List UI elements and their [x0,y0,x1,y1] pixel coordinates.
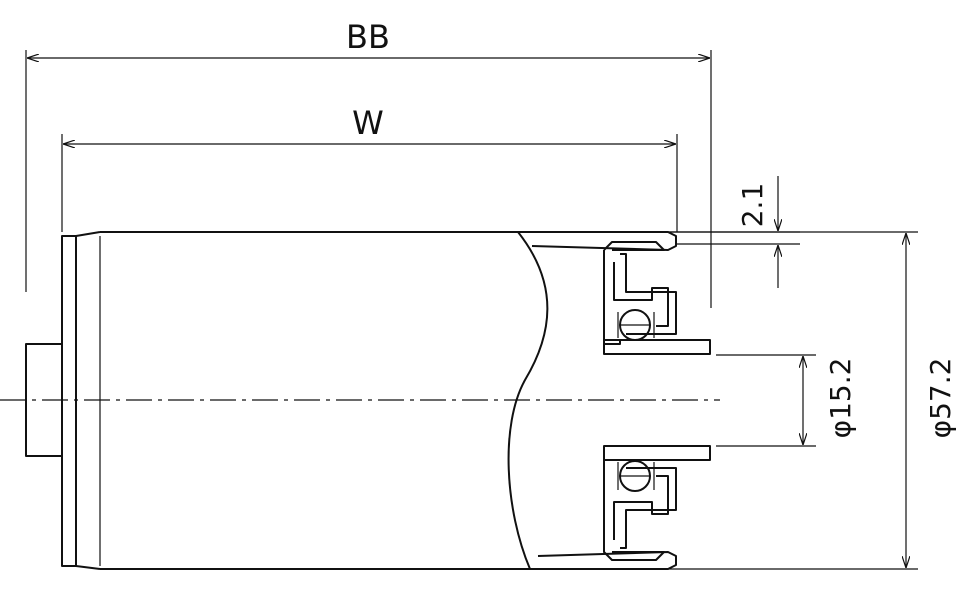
offset-label: 2.1 [736,183,769,228]
upper-bearing-housing [603,241,711,355]
lower-bearing-housing [603,445,711,561]
dimension-shaft-bore: φ15.2 [716,354,857,447]
roller-tube [99,231,549,570]
dimension-w: W [61,104,678,232]
end-cap [61,231,101,570]
lower-seal-step [620,467,677,549]
section-break-curve [507,231,549,570]
lower-housing-inner-lip [613,475,669,540]
bore-label: φ15.2 [824,358,857,439]
upper-seal-step [620,253,677,335]
end-cap-chamfer-top [75,231,101,237]
lower-inner-race [603,445,711,461]
bb-label: BB [346,18,390,56]
upper-housing-inner-lip [613,262,669,327]
dimension-bb: BB [25,18,712,308]
end-cap-plate [61,235,77,567]
dimension-tube-diameter: φ57.2 [668,231,957,570]
upper-housing-shell [603,241,665,251]
lower-housing-outer [603,460,665,561]
upper-inner-race [603,339,711,355]
tube-label: φ57.2 [924,358,957,439]
w-label: W [352,104,384,142]
end-cap-chamfer-bottom [75,565,101,570]
